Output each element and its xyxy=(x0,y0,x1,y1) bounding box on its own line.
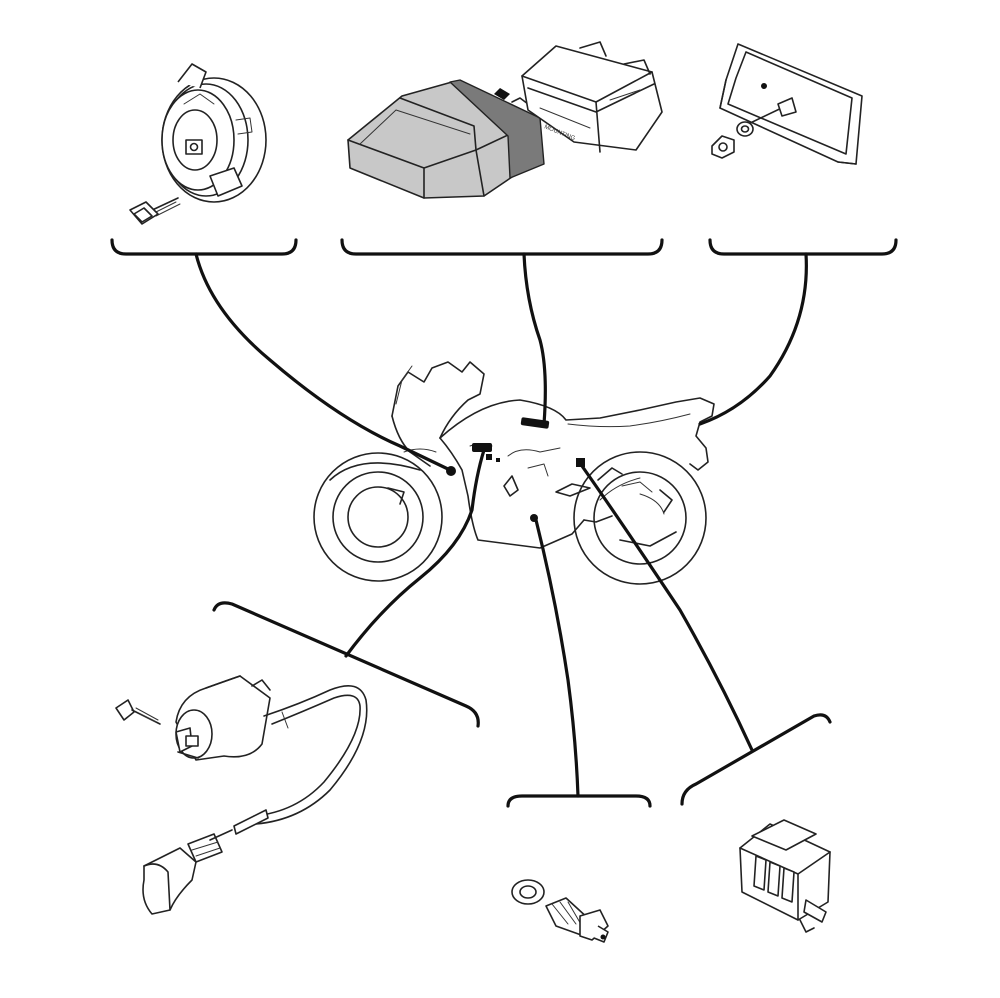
bracket-horn xyxy=(110,238,298,256)
leader-lines xyxy=(110,238,898,808)
relay-icon xyxy=(739,819,831,933)
leader-switch-sensor xyxy=(534,518,580,798)
leader-relay xyxy=(580,464,754,752)
leader-plate-module xyxy=(698,252,808,426)
leader-ignition-coil xyxy=(344,448,486,658)
component-locator-marks xyxy=(446,417,585,522)
leader-horn xyxy=(194,252,452,472)
rear-wheel xyxy=(573,451,707,585)
ignition-coil-icon xyxy=(115,675,368,915)
bracket-ignition-coil xyxy=(212,601,480,728)
front-wheel xyxy=(313,452,443,582)
bracket-plate-module xyxy=(708,238,898,256)
motorcycle-outline-icon xyxy=(313,361,715,585)
bracket-relay xyxy=(680,713,832,806)
body-panels xyxy=(439,397,715,549)
panel-plate-icon xyxy=(711,43,863,165)
horn-icon xyxy=(129,63,267,225)
ecu-module-icon: MOUNTING xyxy=(347,41,663,199)
bracket-control-unit xyxy=(340,238,664,256)
bracket-switch-sensor xyxy=(506,794,652,808)
threaded-switch-icon xyxy=(511,879,609,943)
leader-control-unit xyxy=(522,252,547,426)
